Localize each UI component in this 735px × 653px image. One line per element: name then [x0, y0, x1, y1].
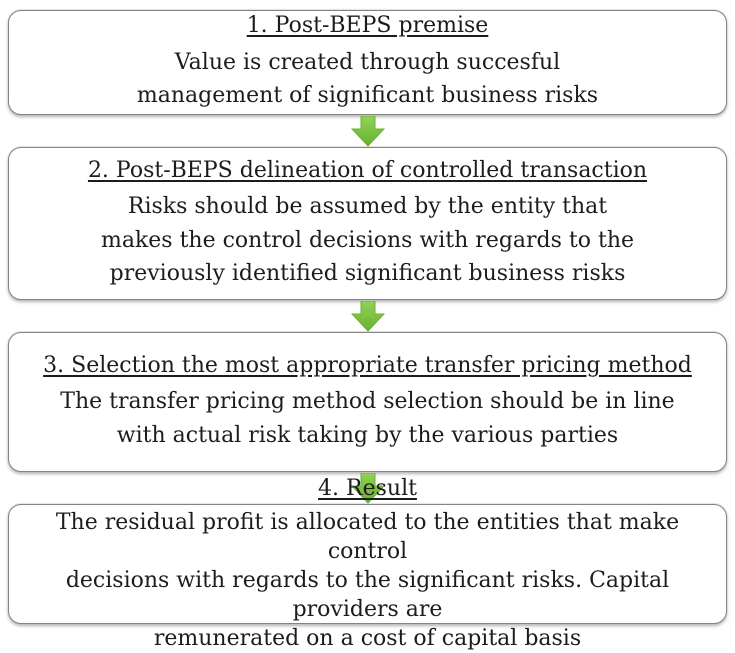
flow-box-method-selection: 3. Selection the most appropriate transf… — [8, 332, 727, 472]
down-arrow-icon — [8, 472, 727, 504]
down-arrow-icon — [8, 300, 727, 332]
flow-box-result: 4. Result The residual profit is allocat… — [8, 476, 727, 651]
down-arrow-icon — [8, 115, 727, 147]
box-title: 4. Result — [318, 475, 417, 501]
box-body: The residual profit is allocated to the … — [55, 510, 680, 652]
box-title: 1. Post-BEPS premise — [246, 13, 489, 39]
box-body: Value is created through succesful manag… — [136, 49, 599, 109]
flow-box-delineation: 2. Post-BEPS delineation of controlled t… — [8, 147, 727, 300]
box-title: 2. Post-BEPS delineation of controlled t… — [87, 157, 648, 183]
box-body: Risks should be assumed by the entity th… — [100, 194, 635, 287]
box-title: 3. Selection the most appropriate transf… — [43, 352, 692, 378]
flow-box-post-beps-premise: 1. Post-BEPS premise Value is created th… — [8, 10, 727, 115]
box-body: The transfer pricing method selection sh… — [60, 389, 675, 448]
